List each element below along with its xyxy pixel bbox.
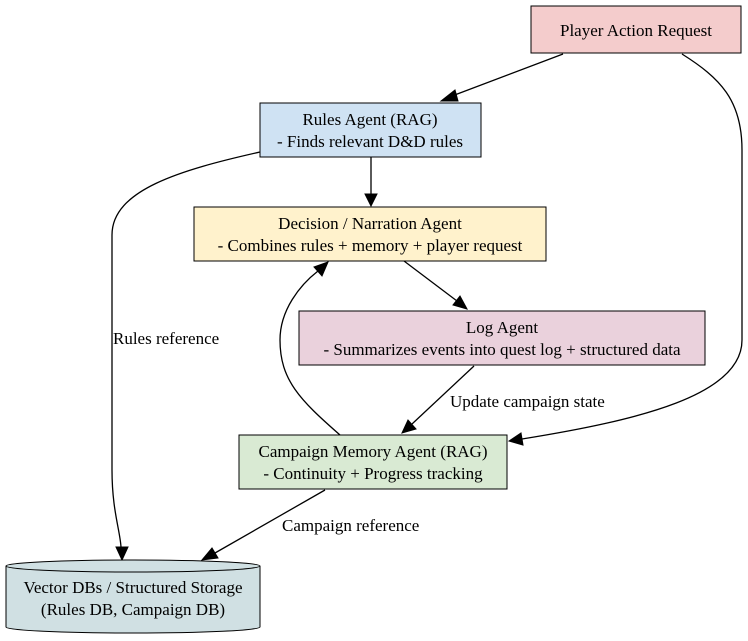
node-box-log-agent — [298, 310, 706, 366]
arrowhead-campaign-memory-to-vector-db — [200, 547, 219, 561]
node-campaign-memory-agent: Campaign Memory Agent (RAG) - Continuity… — [238, 434, 508, 490]
edge-log-to-campaign-memory — [411, 365, 475, 425]
edge-player-to-rules — [451, 53, 564, 97]
node-log-agent: Log Agent - Summarizes events into quest… — [298, 310, 706, 366]
edge-campaign-memory-to-decision — [279, 270, 341, 436]
edge-label-update-campaign-state: Update campaign state — [450, 392, 605, 411]
node-desc-vector-db: (Rules DB, Campaign DB) — [41, 600, 225, 619]
node-desc-rules-agent: - Finds relevant D&D rules — [277, 132, 463, 151]
node-title-decision-agent: Decision / Narration Agent — [278, 214, 462, 233]
arrowhead-player-to-rules — [439, 89, 459, 102]
node-title-campaign-memory: Campaign Memory Agent (RAG) — [259, 442, 488, 461]
edge-campaign-memory-to-vector-db — [214, 489, 326, 554]
node-rules-agent: Rules Agent (RAG) - Finds relevant D&D r… — [259, 102, 482, 158]
node-player-action-request: Player Action Request — [530, 5, 742, 54]
node-label-player-action: Player Action Request — [560, 21, 712, 40]
cylinder-top-rim — [5, 565, 261, 573]
node-desc-decision-agent: - Combines rules + memory + player reque… — [218, 236, 523, 255]
node-title-rules-agent: Rules Agent (RAG) — [302, 110, 437, 129]
edge-player-to-campaign-memory — [521, 53, 743, 440]
edge-decision-to-log — [403, 260, 458, 302]
node-box-decision-agent — [193, 206, 547, 262]
node-desc-campaign-memory: - Continuity + Progress tracking — [263, 464, 483, 483]
node-vector-db-storage: Vector DBs / Structured Storage (Rules D… — [5, 559, 261, 634]
cylinder-body — [5, 559, 261, 634]
arrowhead-player-to-campaign-memory — [507, 432, 524, 446]
node-box-campaign-memory — [238, 434, 508, 490]
edge-label-rules-reference: Rules reference — [113, 329, 219, 348]
node-decision-narration-agent: Decision / Narration Agent - Combines ru… — [193, 206, 547, 262]
arrowhead-campaign-memory-to-decision — [313, 261, 329, 277]
arrowhead-rules-to-vector-db — [115, 546, 129, 562]
arrowhead-decision-to-log — [452, 295, 469, 310]
node-title-log-agent: Log Agent — [466, 318, 539, 337]
node-box-player-action — [530, 5, 742, 54]
node-title-vector-db: Vector DBs / Structured Storage — [23, 578, 242, 597]
edge-rules-to-vector-db — [111, 151, 261, 548]
arrowhead-log-to-campaign-memory — [401, 419, 417, 434]
node-box-rules-agent — [259, 102, 482, 158]
node-desc-log-agent: - Summarizes events into quest log + str… — [323, 340, 681, 359]
edge-label-campaign-reference: Campaign reference — [282, 516, 419, 535]
arrowhead-rules-to-decision — [364, 193, 378, 208]
